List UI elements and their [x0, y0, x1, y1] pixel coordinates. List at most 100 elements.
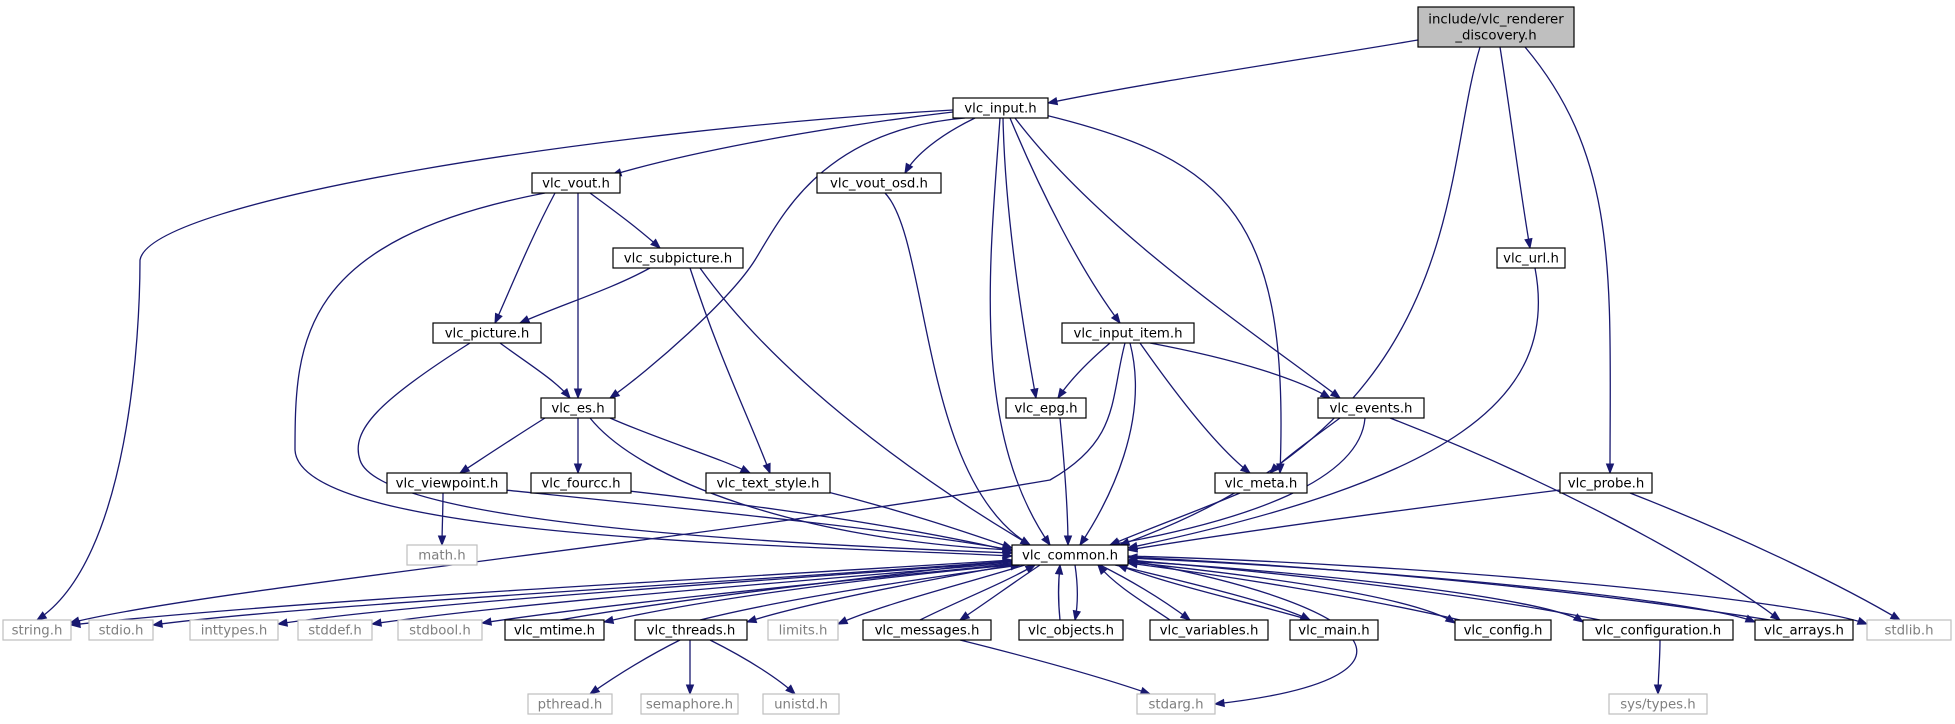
node-vlc-fourcc[interactable]: vlc_fourcc.h	[530, 472, 632, 494]
edge-vlc-common-to-vlc-messages	[958, 564, 1041, 621]
node-label: vlc_probe.h	[1568, 477, 1645, 492]
node-label: pthread.h	[538, 698, 603, 713]
node-vlc-picture[interactable]: vlc_picture.h	[432, 322, 542, 344]
edge-vlc-common-to-stddef	[370, 562, 1013, 627]
edge-vlc-input-to-string	[35, 109, 954, 621]
node-label: inttypes.h	[201, 624, 268, 639]
node-label: stdlib.h	[1884, 624, 1933, 639]
node-vlc-meta[interactable]: vlc_meta.h	[1214, 472, 1308, 494]
node-vlc-input-item[interactable]: vlc_input_item.h	[1061, 322, 1195, 344]
node-vlc-objects[interactable]: vlc_objects.h	[1018, 619, 1124, 641]
node-inttypes: inttypes.h	[189, 619, 279, 641]
node-label: vlc_subpicture.h	[624, 252, 732, 267]
node-label: vlc_main.h	[1298, 624, 1369, 639]
edge-vlc-input-to-vlc-es	[608, 117, 966, 399]
edge-vlc-messages-to-stdarg	[959, 639, 1152, 695]
edge-vlc-text-style-to-vlc-common	[819, 489, 1014, 549]
edge-vlc-vout-osd-to-vlc-common	[884, 192, 1032, 546]
node-label: vlc_messages.h	[875, 624, 980, 639]
node-label: _discovery.h	[1454, 29, 1536, 44]
node-vlc-messages[interactable]: vlc_messages.h	[862, 619, 992, 641]
node-label: vlc_vout.h	[542, 177, 610, 192]
node-vlc-vout[interactable]: vlc_vout.h	[531, 172, 621, 194]
edge-vlc-common-to-limits	[836, 564, 1026, 625]
node-vlc-viewpoint[interactable]: vlc_viewpoint.h	[386, 472, 508, 494]
node-label: vlc_objects.h	[1028, 624, 1114, 639]
edge-vlc-configuration-to-sys-types	[1653, 639, 1663, 696]
node-label: vlc_configuration.h	[1595, 624, 1721, 639]
edge-root-to-vlc-probe	[1524, 46, 1615, 475]
node-label: vlc_variables.h	[1160, 624, 1259, 639]
edge-vlc-common-to-stdarg	[1127, 559, 1358, 708]
edge-root-to-vlc-common	[1118, 46, 1481, 546]
node-label: stdarg.h	[1148, 698, 1203, 713]
node-unistd: unistd.h	[762, 693, 840, 715]
node-vlc-url[interactable]: vlc_url.h	[1496, 247, 1566, 269]
node-vlc-probe[interactable]: vlc_probe.h	[1559, 472, 1653, 494]
node-vlc-input[interactable]: vlc_input.h	[952, 97, 1049, 119]
edge-vlc-es-to-vlc-viewpoint	[458, 417, 546, 474]
edges-layer	[35, 39, 1902, 708]
node-label: vlc_text_style.h	[717, 477, 820, 492]
node-label: semaphore.h	[646, 698, 733, 713]
node-limits: limits.h	[767, 619, 839, 641]
edge-vlc-vout-to-vlc-es	[573, 193, 583, 400]
edge-vlc-threads-to-pthread	[588, 639, 681, 695]
edge-vlc-common-to-inttypes	[276, 561, 1013, 627]
edge-vlc-input-to-vlc-events	[1014, 117, 1342, 399]
node-label: vlc_arrays.h	[1764, 624, 1844, 639]
edge-vlc-common-to-stdio	[151, 560, 1013, 628]
edge-root-to-vlc-url	[1499, 46, 1533, 250]
node-vlc-threads[interactable]: vlc_threads.h	[634, 619, 748, 641]
node-root[interactable]: include/vlc_renderer_discovery.h	[1417, 6, 1575, 48]
edge-vlc-input-item-to-vlc-common	[1079, 342, 1137, 547]
edge-vlc-input-to-vlc-vout	[610, 111, 954, 177]
edge-vlc-arrays-to-vlc-common	[1126, 553, 1771, 621]
node-string: string.h	[2, 619, 72, 641]
edge-vlc-common-to-vlc-objects	[1072, 564, 1082, 622]
node-vlc-epg[interactable]: vlc_epg.h	[1005, 397, 1087, 419]
node-label: string.h	[12, 624, 63, 639]
edge-vlc-vout-to-vlc-picture	[494, 192, 556, 325]
node-vlc-subpicture[interactable]: vlc_subpicture.h	[612, 247, 744, 269]
edge-vlc-input-item-to-vlc-epg	[1057, 342, 1111, 400]
node-stdarg: stdarg.h	[1136, 693, 1216, 715]
edge-vlc-input-to-vlc-meta	[1044, 114, 1285, 475]
edge-vlc-common-to-vlc-config	[1127, 561, 1457, 624]
node-vlc-vout-osd[interactable]: vlc_vout_osd.h	[816, 172, 942, 194]
node-label: vlc_epg.h	[1014, 402, 1077, 417]
edge-vlc-input-to-vlc-vout-osd	[904, 117, 976, 175]
edge-vlc-picture-to-vlc-es	[499, 342, 571, 400]
edge-vlc-probe-to-stdlib	[1629, 492, 1902, 621]
node-vlc-es[interactable]: vlc_es.h	[540, 397, 616, 419]
node-vlc-events[interactable]: vlc_events.h	[1317, 397, 1425, 419]
edge-root-to-vlc-input	[1046, 39, 1419, 106]
node-vlc-main[interactable]: vlc_main.h	[1289, 619, 1379, 641]
edge-vlc-input-to-vlc-common	[989, 117, 1051, 547]
node-vlc-mtime[interactable]: vlc_mtime.h	[504, 619, 605, 641]
node-vlc-config[interactable]: vlc_config.h	[1454, 619, 1552, 641]
node-vlc-arrays[interactable]: vlc_arrays.h	[1754, 619, 1854, 641]
edge-vlc-epg-to-vlc-common	[1059, 417, 1073, 547]
edge-vlc-es-to-vlc-fourcc	[573, 418, 583, 475]
node-vlc-configuration[interactable]: vlc_configuration.h	[1582, 619, 1734, 641]
edge-vlc-subpicture-to-vlc-picture	[518, 267, 651, 324]
node-math: math.h	[406, 544, 478, 566]
node-label: vlc_picture.h	[445, 327, 530, 342]
node-label: unistd.h	[774, 698, 828, 713]
edge-vlc-common-to-vlc-mtime	[602, 564, 1013, 625]
node-label: vlc_viewpoint.h	[396, 477, 499, 492]
node-vlc-variables[interactable]: vlc_variables.h	[1149, 619, 1269, 641]
node-vlc-text-style[interactable]: vlc_text_style.h	[705, 472, 831, 494]
edge-vlc-input-item-to-vlc-meta	[1139, 342, 1252, 474]
edge-vlc-variables-to-vlc-common	[1097, 563, 1171, 621]
node-label: vlc_threads.h	[647, 624, 736, 639]
node-vlc-common[interactable]: vlc_common.h	[1011, 544, 1129, 566]
edge-vlc-common-to-vlc-variables	[1099, 564, 1192, 621]
node-label: vlc_es.h	[551, 402, 604, 417]
node-semaphore: semaphore.h	[640, 693, 739, 715]
node-pthread: pthread.h	[527, 693, 613, 715]
edge-vlc-vout-to-vlc-subpicture	[589, 192, 662, 249]
node-label: math.h	[418, 549, 465, 564]
node-label: vlc_common.h	[1022, 549, 1118, 564]
